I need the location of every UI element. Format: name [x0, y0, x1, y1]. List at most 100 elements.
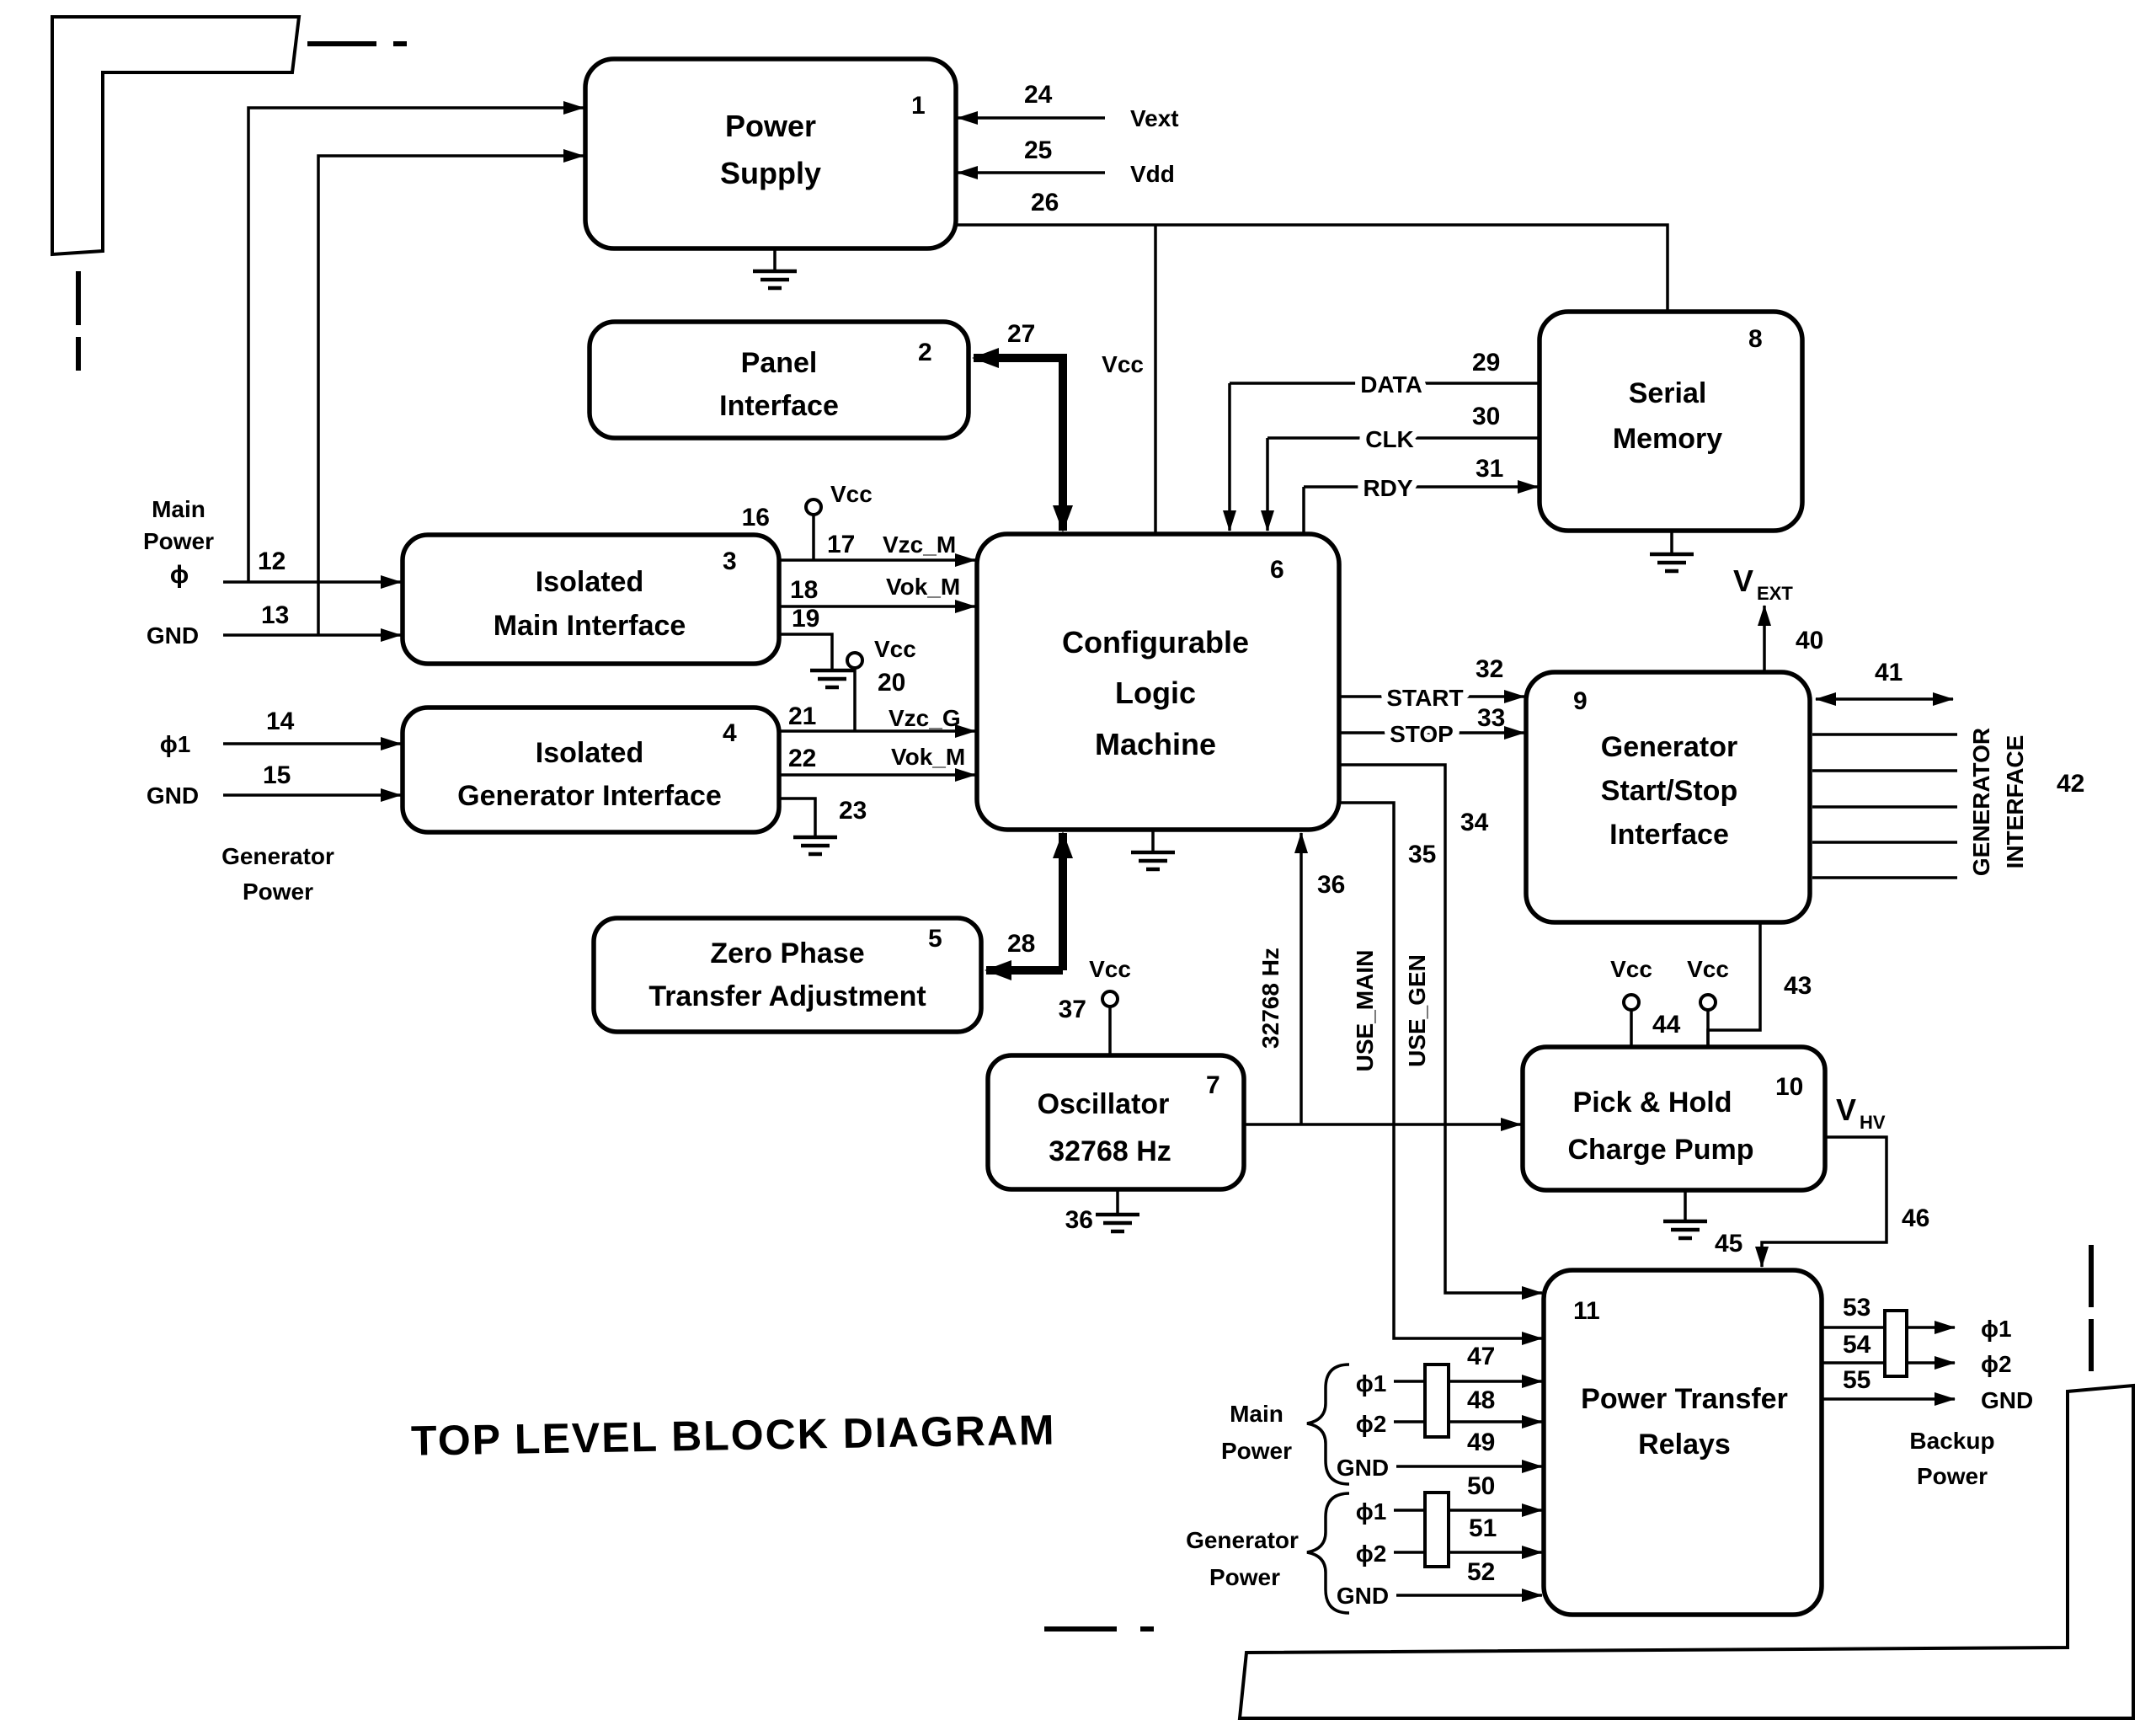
label-generator-interface-2: INTERFACE — [2002, 735, 2028, 869]
v-hv-base: V — [1836, 1092, 1856, 1127]
ref-26: 26 — [1031, 189, 1059, 216]
vcc-terminal-44a — [1622, 993, 1641, 1012]
label-vok-m2: Vok_M — [891, 744, 965, 770]
label-vzc-g: Vzc_G — [889, 705, 961, 731]
label-gnd-main: GND — [147, 622, 199, 649]
ref-48: 48 — [1467, 1386, 1495, 1414]
block-title: Configurable — [1062, 625, 1249, 660]
block-zero-phase: 5 Zero Phase Transfer Adjustment — [591, 916, 984, 1034]
block-power-transfer-relays: 11 Power Transfer Relays — [1541, 1268, 1824, 1617]
label-rdy: RDY — [1363, 475, 1412, 501]
block-title: Isolated — [536, 566, 643, 598]
wire-19-gnd — [779, 633, 834, 669]
ref-34: 34 — [1460, 809, 1489, 836]
ref-40: 40 — [1796, 627, 1823, 654]
label-generator-power-relay-1: Generator — [1186, 1527, 1299, 1553]
label-phi1-gen-in: ϕ1 — [1356, 1498, 1387, 1525]
block-ref-num: 11 — [1573, 1297, 1600, 1325]
v-hv-sub: HV — [1860, 1112, 1886, 1133]
label-clk: CLK — [1365, 426, 1414, 452]
ref-35: 35 — [1408, 841, 1436, 868]
label-generator-power-relay-2: Power — [1209, 1564, 1280, 1590]
ref-54: 54 — [1843, 1331, 1871, 1359]
ground-symbol — [1650, 554, 1694, 571]
ref-51: 51 — [1469, 1514, 1497, 1542]
label-vcc-clm: Vcc — [1102, 351, 1144, 377]
ref-13: 13 — [261, 601, 289, 629]
ref-20: 20 — [878, 669, 905, 697]
label-data: DATA — [1360, 371, 1422, 398]
block-title: Supply — [720, 156, 821, 190]
ref-25: 25 — [1024, 136, 1052, 164]
block-ref-num: 6 — [1270, 556, 1284, 584]
block-title: Relays — [1638, 1429, 1731, 1461]
block-title: Transfer Adjustment — [648, 980, 926, 1012]
ref-24: 24 — [1024, 81, 1053, 109]
block-title: Isolated — [536, 737, 643, 769]
block-title: Interface — [1609, 819, 1729, 851]
ref-31: 31 — [1476, 455, 1503, 483]
block-title: Machine — [1095, 727, 1216, 761]
ref-47: 47 — [1467, 1343, 1495, 1370]
block-isolated-main-interface: 3 Isolated Main Interface — [400, 532, 782, 666]
label-v-hv: V HV — [1836, 1092, 1886, 1133]
ref-42: 42 — [2057, 770, 2084, 798]
block-serial-memory: 8 Serial Memory — [1537, 309, 1805, 533]
ref-21: 21 — [788, 702, 816, 730]
ref-52: 52 — [1467, 1558, 1495, 1586]
label-start: START — [1386, 685, 1463, 711]
ground-symbol — [793, 837, 837, 854]
ref-41: 41 — [1875, 659, 1903, 686]
vcc-terminal-37 — [1101, 990, 1119, 1008]
ref-33: 33 — [1477, 704, 1505, 732]
wire-46-vhv — [1755, 1135, 1888, 1268]
ref-49: 49 — [1467, 1429, 1495, 1456]
wire-34-use-gen — [1339, 763, 1543, 1300]
ground-symbol — [1096, 1215, 1139, 1231]
hatched-corner-top-left — [51, 15, 302, 257]
block-panel-interface: 2 Panel Interface — [587, 319, 971, 441]
v-ext-base: V — [1733, 563, 1753, 598]
block-title: Panel — [741, 347, 818, 379]
block-title: Main Interface — [494, 610, 686, 642]
label-vcc-37: Vcc — [1089, 956, 1131, 982]
label-main-power-1: Main — [152, 496, 205, 522]
block-charge-pump: 10 Pick & Hold Charge Pump — [1520, 1044, 1828, 1193]
block-title: Pick & Hold — [1573, 1087, 1732, 1119]
relay-contact-gen-in — [1423, 1491, 1450, 1568]
block-title: Generator Interface — [457, 780, 722, 812]
label-v-ext: V EXT — [1733, 563, 1793, 604]
label-gnd-gen-in: GND — [1337, 1583, 1389, 1609]
label-gnd-main-in: GND — [1337, 1455, 1389, 1481]
block-ref-num: 4 — [723, 719, 737, 747]
label-phi1-out: ϕ1 — [1981, 1316, 2012, 1342]
block-ref-num: 2 — [918, 339, 932, 366]
wire-35-use-main — [1339, 801, 1543, 1345]
vcc-terminal-20 — [846, 651, 864, 670]
ref-12: 12 — [258, 547, 286, 575]
label-vcc-44a: Vcc — [1610, 956, 1652, 982]
wire-main-power-to-supply — [247, 101, 584, 582]
block-title: Memory — [1613, 423, 1722, 455]
block-title: Oscillator — [1038, 1088, 1170, 1120]
block-title: Generator — [1601, 731, 1738, 763]
label-phi2-gen-in: ϕ2 — [1356, 1541, 1387, 1567]
brace-main-power — [1306, 1363, 1350, 1486]
block-isolated-generator-interface: 4 Isolated Generator Interface — [400, 705, 782, 835]
ref-36: 36 — [1317, 871, 1345, 899]
wire-26-to-serial-memory — [956, 223, 1669, 310]
ground-symbol — [1663, 1221, 1707, 1238]
block-title: Zero Phase — [710, 937, 864, 969]
block-configurable-logic-machine: 6 Configurable Logic Machine — [974, 531, 1342, 832]
relay-contact-main-in — [1423, 1363, 1450, 1439]
v-ext-sub: EXT — [1757, 583, 1793, 604]
block-title: Charge Pump — [1567, 1134, 1753, 1166]
label-vext: Vext — [1130, 105, 1179, 131]
ref-45: 45 — [1715, 1230, 1742, 1258]
ref-17: 17 — [827, 531, 855, 558]
label-generator-interface-1: GENERATOR — [1968, 728, 1994, 876]
label-generator-power-1: Generator — [221, 843, 334, 869]
vcc-terminal-16 — [804, 498, 823, 516]
label-vcc-20: Vcc — [874, 636, 916, 662]
